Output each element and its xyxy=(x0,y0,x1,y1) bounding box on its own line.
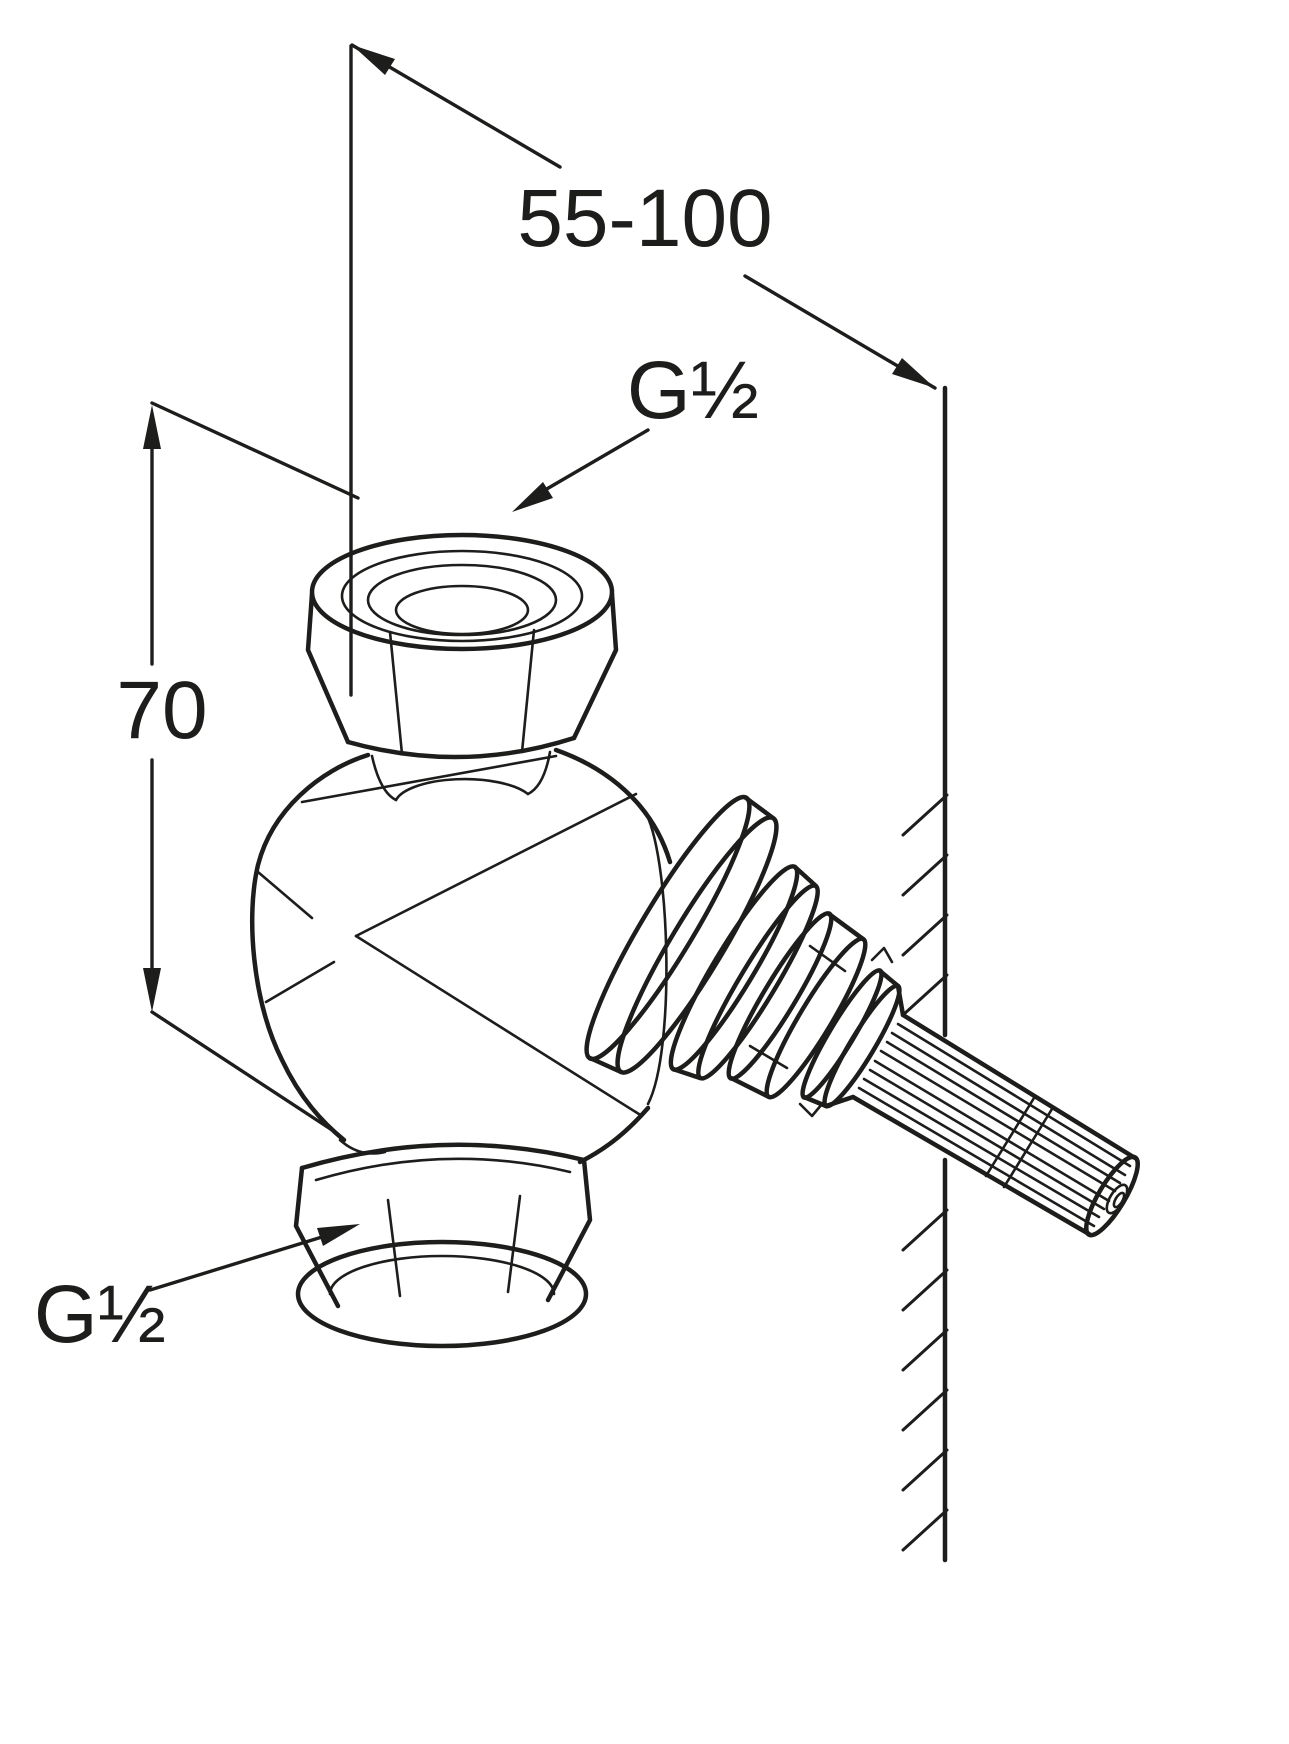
thread-label-bottom: G½ xyxy=(34,1269,166,1360)
spindle-end-hole-inner xyxy=(1112,1191,1126,1209)
valve-body xyxy=(249,747,673,1165)
thread-label-top-group: G½ xyxy=(512,345,759,512)
dim-height-arrow-bottom xyxy=(143,968,161,1012)
bottom-port-rim xyxy=(295,1239,589,1349)
dim-height-extension-top xyxy=(150,401,360,500)
cartridge xyxy=(584,794,902,1118)
dimension-height: 70 xyxy=(116,401,360,1132)
dimension-span: 55-100 xyxy=(349,43,937,697)
thread-top-leader-arrow xyxy=(512,482,553,512)
bottom-hex-nut xyxy=(293,1138,593,1309)
thread-label-top: G½ xyxy=(627,345,759,436)
top-hex-nut xyxy=(305,591,619,760)
top-port xyxy=(309,532,615,652)
wall-hatch-marks xyxy=(901,793,949,1552)
retainer-tab xyxy=(870,946,894,964)
dim-height-arrow-top xyxy=(143,405,161,449)
body-facet-line xyxy=(264,960,336,1004)
dim-height-extension-bottom xyxy=(150,1010,334,1132)
spindle-splines xyxy=(857,1022,1132,1228)
body-facet-line xyxy=(354,934,644,1118)
thread-label-bottom-group: G½ xyxy=(34,1224,360,1360)
thread-bottom-leader-line xyxy=(148,1235,324,1292)
valve xyxy=(249,532,1140,1349)
spindle-groove xyxy=(984,1096,1054,1189)
dim-height-label: 70 xyxy=(116,665,207,756)
dim-span-arrow-left xyxy=(352,45,395,75)
retainer-tab xyxy=(798,1102,824,1118)
dim-span-arrow-right xyxy=(892,358,935,388)
body-facet-line xyxy=(354,792,638,938)
spindle xyxy=(823,983,1140,1238)
thread-bottom-leader-arrow xyxy=(317,1224,360,1246)
body-facet-line xyxy=(300,754,558,804)
body-facet-line xyxy=(256,870,314,920)
dim-span-label: 55-100 xyxy=(517,173,772,264)
thread-top-leader-line xyxy=(543,428,650,492)
wall-section xyxy=(901,385,949,1563)
